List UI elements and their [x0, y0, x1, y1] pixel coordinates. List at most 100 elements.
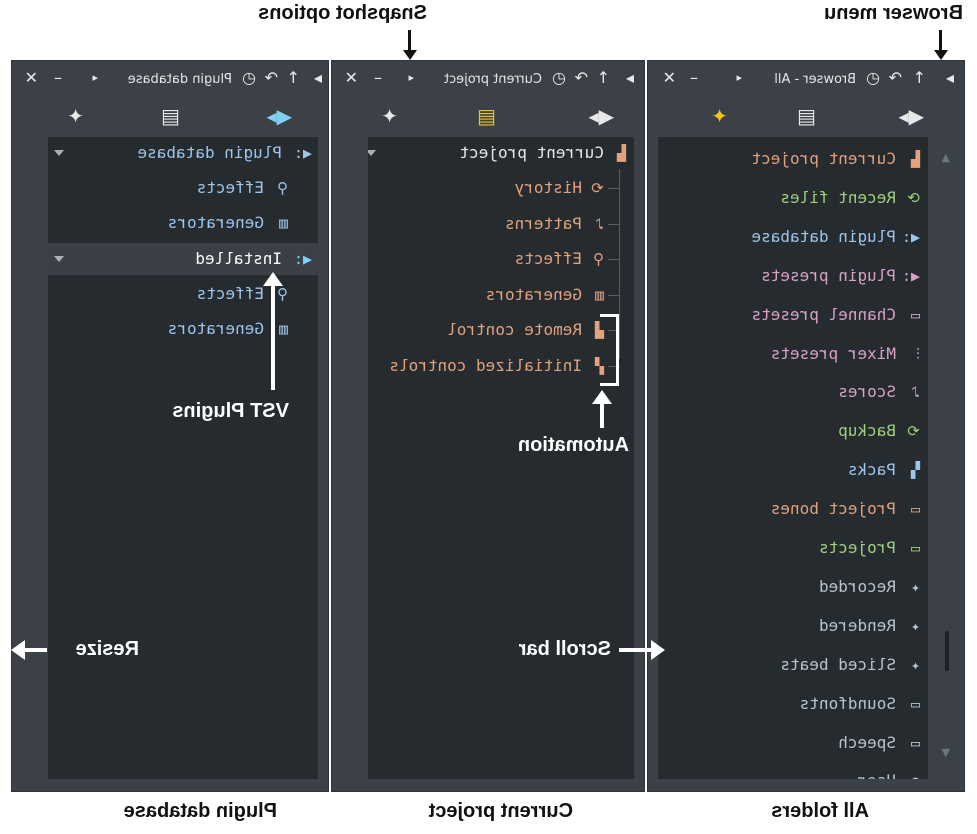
list-item[interactable]: ◀:Plugin database: [658, 221, 928, 253]
list-item-label: Projects: [818, 538, 896, 557]
project-tree: ▙ Current project ⟲History ♪Patterns⚲Effe…: [368, 137, 634, 779]
list-item[interactable]: ⟳Recent files: [658, 182, 928, 214]
effects-icon: ⚲: [277, 285, 288, 303]
list-item-label: Mixer presets: [770, 343, 896, 363]
tree-item[interactable]: ▥Generators: [368, 279, 634, 311]
scroll-up-icon[interactable]: ▲: [941, 151, 950, 164]
list-item[interactable]: ▚ Packs: [658, 454, 928, 486]
side-gutter[interactable]: [634, 137, 644, 779]
list-item[interactable]: ✦Rendered: [658, 610, 928, 642]
list-item[interactable]: ▭Project bones: [658, 493, 928, 525]
history-icon[interactable]: ◴: [552, 68, 566, 87]
panel-titlebar[interactable]: ▸ ↑ ↷ ◴ Plugin database ◂ – ✕: [12, 61, 328, 99]
tree-item[interactable]: ▥Generators: [48, 207, 318, 239]
arrow-head: [934, 50, 948, 60]
automation-bracket: [600, 314, 619, 386]
list-item[interactable]: ✦Recorded: [658, 571, 928, 603]
generators-icon: ▥: [278, 214, 288, 232]
panel-title: Browser - All: [774, 72, 856, 87]
close-icon[interactable]: ✕: [662, 68, 676, 87]
tree-item[interactable]: ▞Initialized controls: [368, 350, 634, 382]
all-filter-icon[interactable]: ✦: [381, 104, 398, 128]
arrow-head: [592, 390, 612, 404]
history-icon[interactable]: ◴: [242, 68, 256, 87]
list-item[interactable]: ▭Soundfonts: [658, 688, 928, 720]
snapshot-arrow-icon[interactable]: ◂: [92, 71, 98, 84]
plugin-tree: ◀: Plugin database ⚲Effects▥Generators◀:…: [48, 137, 318, 779]
tree-item[interactable]: ♪Patterns: [368, 208, 634, 240]
list-item[interactable]: ♪Scores: [658, 376, 928, 408]
caption-all-folders: All folders: [771, 800, 869, 822]
redo-icon[interactable]: ↷: [888, 68, 902, 87]
scroll-thumb[interactable]: [945, 631, 949, 671]
chevron-down-icon[interactable]: [368, 150, 376, 156]
plugin-filter-icon[interactable]: ◀▸: [588, 104, 614, 128]
up-icon[interactable]: ↑: [912, 68, 926, 87]
effects-icon: ⚲: [277, 179, 288, 197]
chevron-down-icon[interactable]: [54, 256, 64, 262]
browser-panel-project: ▸ ↑ ↷ ◴ Current project ◂ – ✕ ◀▸ ▤ ✦ ▙ C…: [331, 60, 645, 792]
project-filter-icon[interactable]: ▤: [161, 104, 180, 128]
list-item[interactable]: ⟲Backup: [658, 415, 928, 447]
folder-icon: ▭: [910, 694, 920, 713]
browser-menu-arrow-icon[interactable]: ▸: [625, 68, 634, 87]
list-item-label: Plugin database: [751, 226, 897, 246]
tree-item-label: Generators: [485, 284, 582, 304]
user-icon: ●: [911, 772, 920, 779]
tree-item[interactable]: ▥Generators: [48, 313, 318, 345]
list-item[interactable]: ▭Channel presets: [658, 299, 928, 331]
panel-title: Current project: [443, 72, 542, 87]
tree-item-label: History: [514, 178, 582, 197]
browser-menu-arrow-icon[interactable]: ▸: [945, 68, 954, 87]
all-filter-icon[interactable]: ✦: [711, 104, 728, 128]
tree-item[interactable]: ⚲Effects: [368, 243, 634, 275]
plugin-filter-icon[interactable]: ◀▸: [266, 104, 292, 128]
tree-item[interactable]: ⚲Effects: [48, 172, 318, 204]
tree-folder[interactable]: ◀:Installed: [48, 243, 318, 275]
plug-icon: ◀:: [293, 144, 312, 162]
panel-titlebar[interactable]: ▸ ↑ ↷ ◴ Browser - All ◂ – ✕: [648, 61, 964, 99]
plug-icon: ◀:: [901, 227, 920, 246]
minimize-icon[interactable]: –: [54, 68, 62, 87]
tree-item-label: Initialized controls: [389, 355, 582, 375]
snapshot-arrow-icon[interactable]: ◂: [408, 71, 414, 84]
all-filter-icon[interactable]: ✦: [67, 104, 84, 128]
browser-menu-arrow-icon[interactable]: ▸: [313, 68, 322, 87]
plugin-filter-icon[interactable]: ◀▸: [898, 104, 924, 128]
list-item[interactable]: ▭Projects: [658, 532, 928, 564]
redo-icon[interactable]: ↷: [264, 68, 278, 87]
list-item-label: Packs: [847, 460, 896, 480]
list-item[interactable]: ▙Current project: [658, 143, 928, 175]
tree-item[interactable]: ⟲History: [368, 172, 634, 204]
packs-icon: ▚: [910, 461, 920, 480]
minimize-icon[interactable]: –: [690, 68, 698, 87]
arrow-resize: [23, 648, 47, 652]
list-item[interactable]: ▭Speech: [658, 727, 928, 759]
close-icon[interactable]: ✕: [24, 68, 38, 87]
wave-icon: ✦: [910, 577, 920, 596]
scroll-down-icon[interactable]: ▼: [941, 746, 950, 759]
list-item[interactable]: ●User: [658, 765, 928, 779]
tree-root[interactable]: ◀: Plugin database: [48, 137, 318, 169]
tree-item-label: Patterns: [504, 213, 582, 233]
chevron-down-icon[interactable]: [54, 150, 64, 156]
project-filter-icon[interactable]: ▤: [797, 104, 816, 128]
tree-item[interactable]: ▟Remote control: [368, 314, 634, 346]
list-item[interactable]: ⫶Mixer presets: [658, 338, 928, 370]
side-gutter[interactable]: [318, 137, 328, 779]
up-icon[interactable]: ↑: [286, 68, 300, 87]
history-icon[interactable]: ◴: [866, 68, 880, 87]
list-item[interactable]: ◀:Plugin presets: [658, 260, 928, 292]
project-filter-icon[interactable]: ▤: [477, 104, 496, 128]
scroll-track[interactable]: ▲ ▼: [928, 137, 964, 779]
minimize-icon[interactable]: –: [374, 68, 382, 87]
panel-titlebar[interactable]: ▸ ↑ ↷ ◴ Current project ◂ – ✕: [332, 61, 644, 99]
caption-current-project: Current project: [428, 800, 573, 822]
list-item[interactable]: ✦Sliced beats: [658, 649, 928, 681]
tree-root[interactable]: ▙ Current project: [368, 137, 634, 169]
list-item-label: Rendered: [818, 615, 896, 635]
up-icon[interactable]: ↑: [596, 68, 610, 87]
snapshot-arrow-icon[interactable]: ◂: [736, 71, 742, 84]
close-icon[interactable]: ✕: [344, 68, 358, 87]
redo-icon[interactable]: ↷: [574, 68, 588, 87]
